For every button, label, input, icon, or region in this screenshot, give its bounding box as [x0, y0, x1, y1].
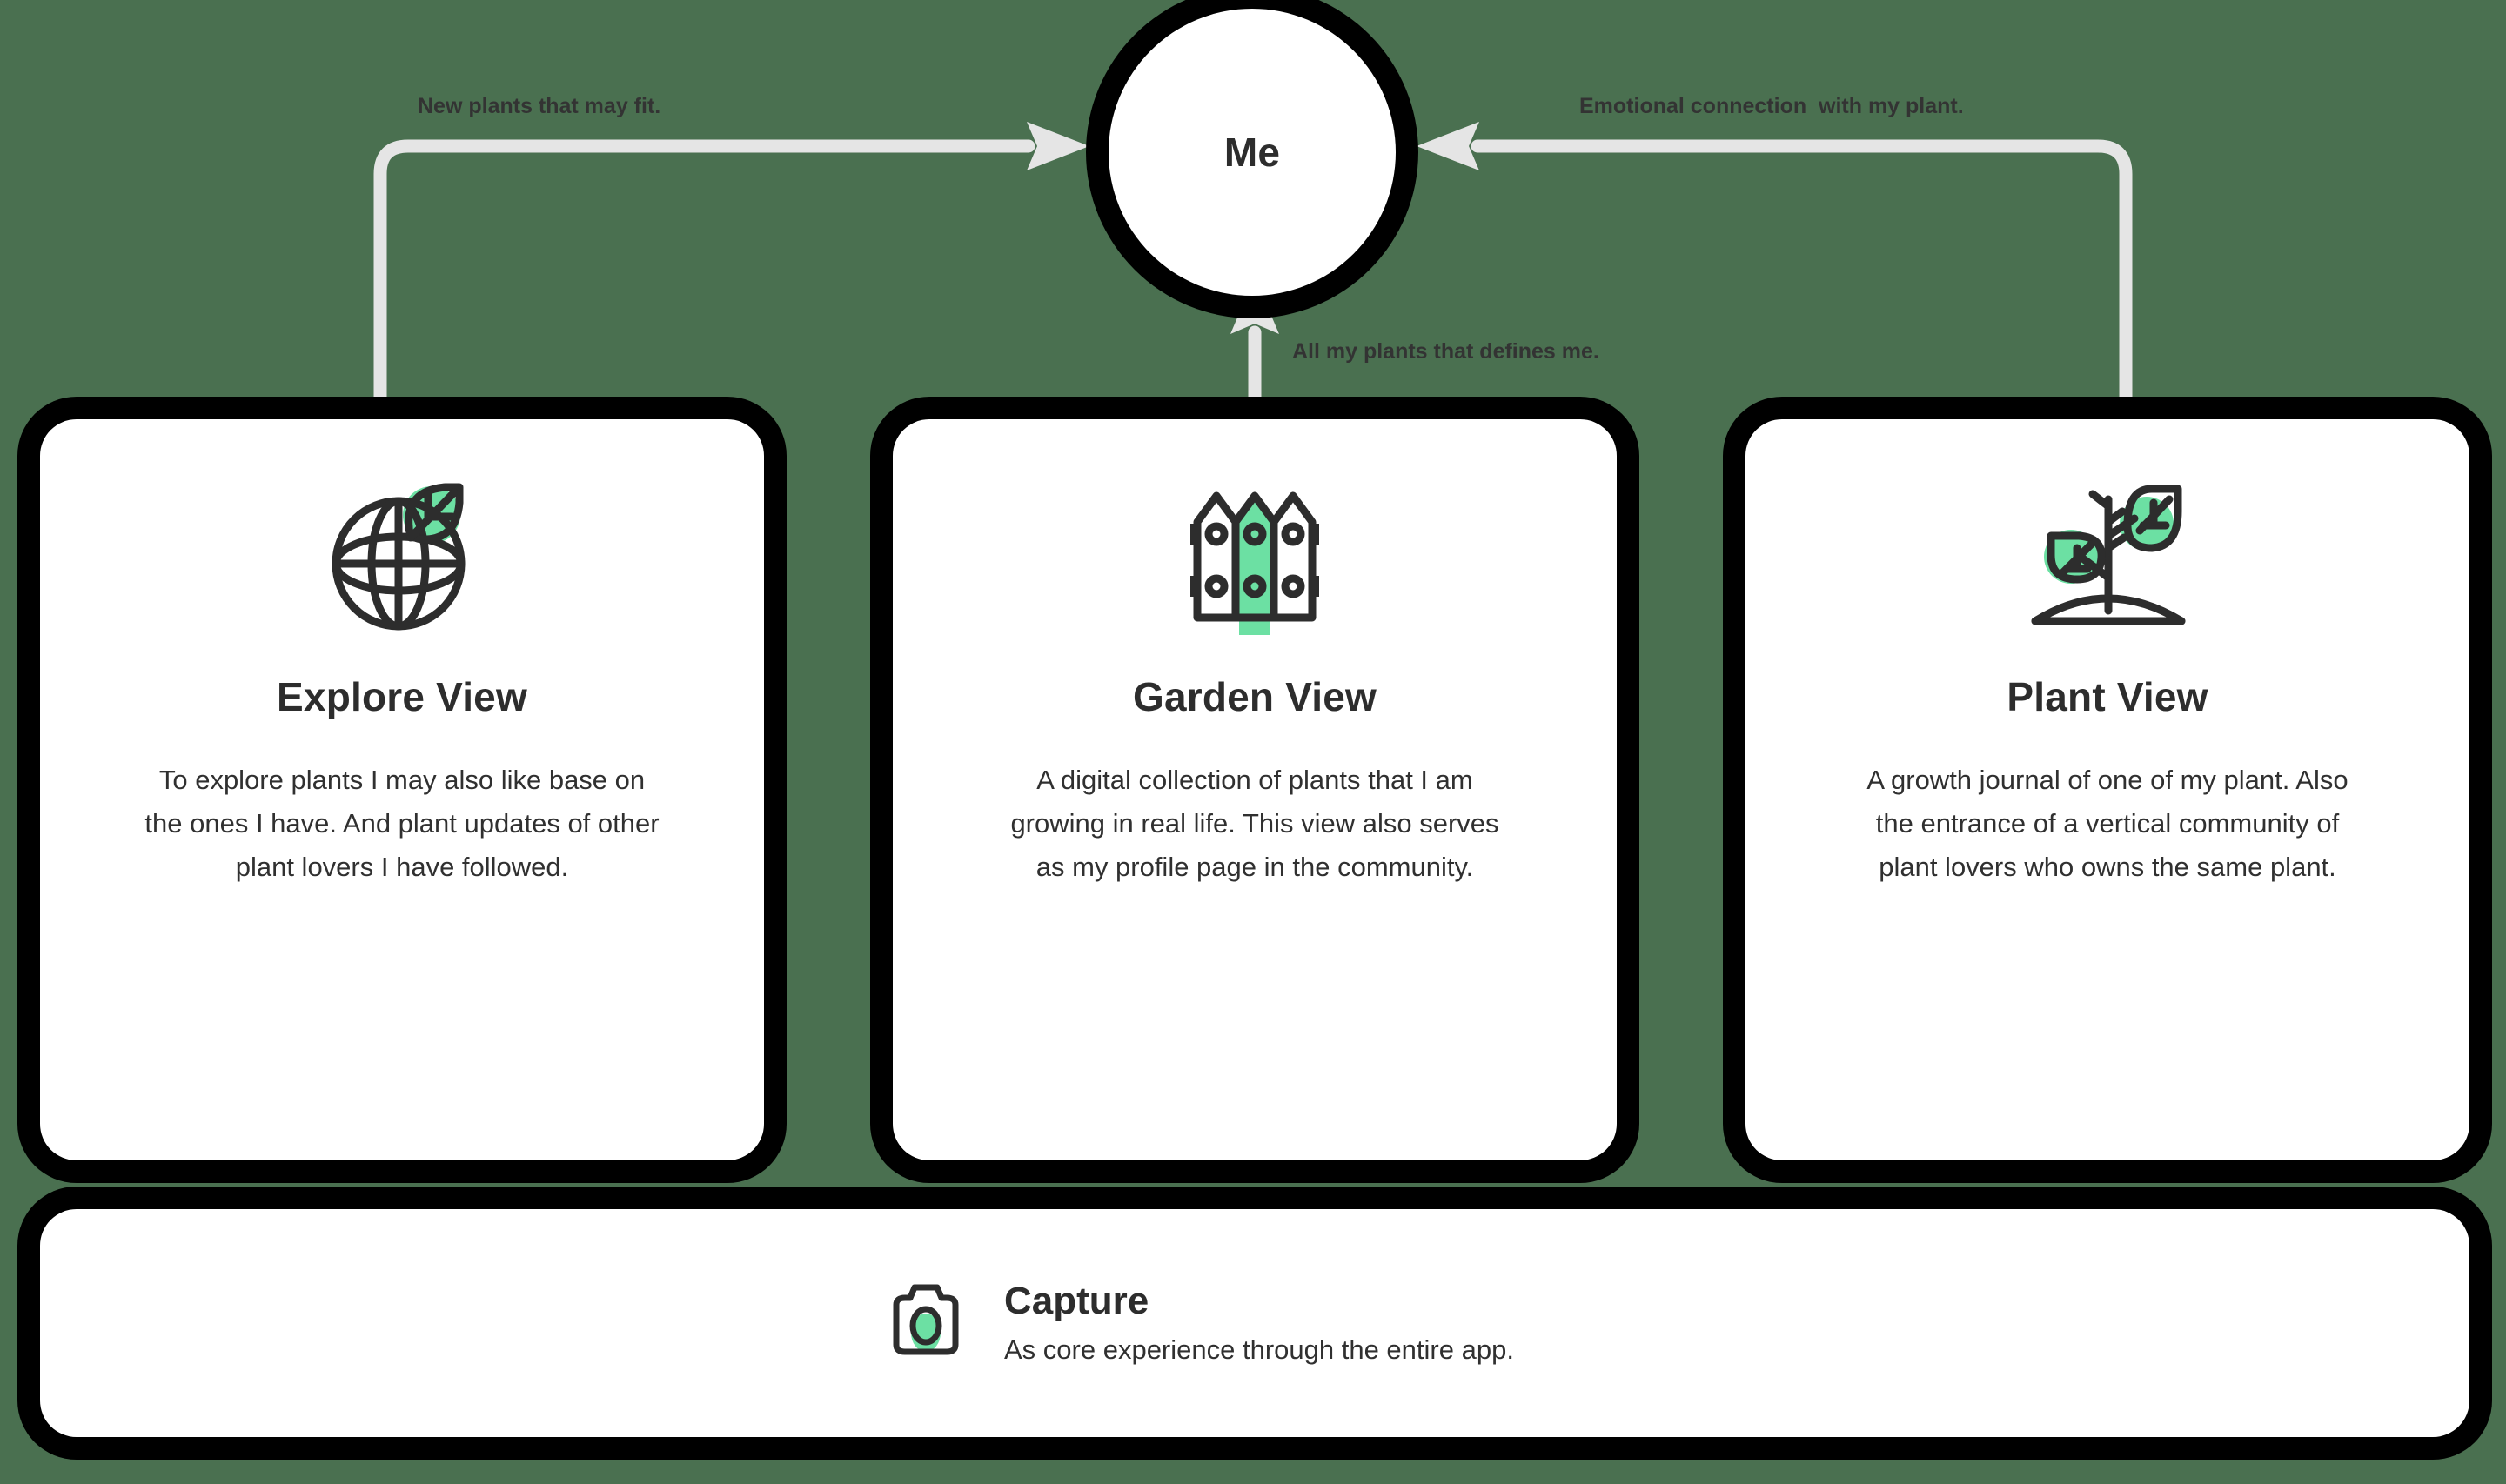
hub-label: Me [1223, 130, 1281, 175]
card-title: Garden View [1132, 674, 1377, 719]
capture-title: Capture [1004, 1279, 1149, 1322]
edge-label-garden-to-me: All my plants that defines me. [1292, 339, 1599, 364]
card-description: To explore plants I may also like base o… [144, 765, 660, 883]
edge-plant-to-me-arrowhead [1417, 122, 1479, 170]
camera-icon [886, 1280, 966, 1365]
globe-leaf-icon [315, 473, 489, 638]
hub-node-me[interactable]: Me [1109, 9, 1396, 296]
edge-plant-to-me-line [1471, 139, 2133, 416]
card-plant-view[interactable]: Plant View A growth journal of one of my… [1745, 419, 2469, 1160]
capture-bar[interactable]: Capture As core experience through the e… [40, 1209, 2469, 1437]
card-description: A digital collection of plants that I am… [1010, 765, 1499, 883]
edge-explore-to-me-line [373, 139, 1035, 416]
sprout-icon [2016, 473, 2199, 638]
capture-subtitle: As core experience through the entire ap… [1004, 1334, 1514, 1366]
edge-explore-to-me-arrowhead [1027, 122, 1089, 170]
card-garden-view[interactable]: Garden View A digital collection of plan… [893, 419, 1617, 1160]
card-description: A growth journal of one of my plant. Als… [1866, 765, 2349, 883]
card-title: Explore View [277, 674, 527, 719]
fence-icon [1168, 473, 1342, 638]
card-explore-view[interactable]: Explore View To explore plants I may als… [40, 419, 764, 1160]
edge-label-explore-to-me: New plants that may fit. [418, 94, 661, 118]
edge-label-plant-to-me: Emotional connection with my plant. [1579, 94, 1964, 118]
card-title: Plant View [2007, 674, 2208, 719]
